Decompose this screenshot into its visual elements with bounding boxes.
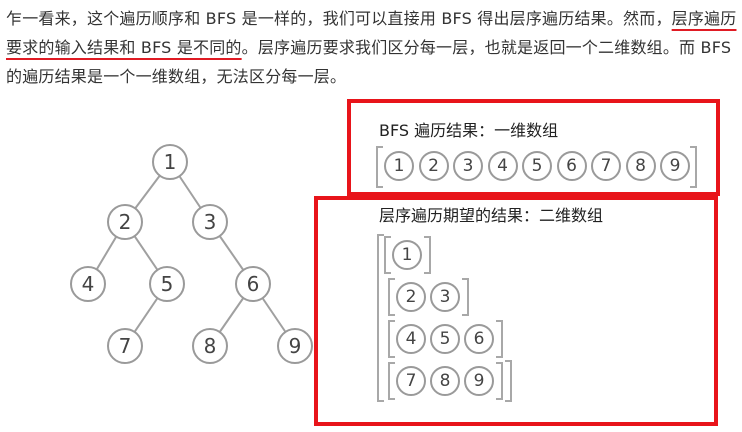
level-item-7: 7 [396,366,426,396]
level-item-2: 2 [396,282,426,312]
tree-node-label: 1 [164,150,177,174]
bfs-item-7: 7 [591,151,621,181]
row-left-bracket [388,320,395,358]
level-item-1: 1 [392,240,422,270]
row-left-bracket [388,362,395,400]
row-left-bracket [388,278,395,316]
bfs-item-1: 1 [384,151,414,181]
tree-node-2: 2 [107,204,143,240]
tree-node-label: 7 [119,334,132,358]
paragraph-text-2: 。层序遍历要求我们区分每一层，也就是返回一个二维数组。而 BFS 的遍历结果是一… [6,38,732,86]
bfs-result-box [347,99,720,196]
paragraph-text-1: 乍一看来，这个遍历顺序和 BFS 是一样的，我们可以直接用 BFS 得出层序遍历… [6,9,672,28]
tree-node-label: 2 [119,210,132,234]
tree-node-4: 4 [70,266,106,302]
level-item-3: 3 [430,282,460,312]
outer-right-bracket [505,360,512,402]
explanation-paragraph: 乍一看来，这个遍历顺序和 BFS 是一样的，我们可以直接用 BFS 得出层序遍历… [6,4,738,91]
level-box-title: 层序遍历期望的结果：二维数组 [379,206,604,225]
bfs-item-4: 4 [487,151,518,181]
level-item-4: 4 [396,324,426,354]
row-left-bracket [384,236,391,274]
tree-nodes: 1 2 3 4 5 6 7 8 9 [70,144,313,364]
row-right-bracket [462,278,469,316]
tree-node-3: 3 [192,204,228,240]
level-item-9: 9 [464,366,494,396]
tree-node-7: 7 [107,328,143,364]
level-order-box [314,196,718,426]
bfs-item-6: 6 [556,151,587,181]
binary-tree-diagram: 1 2 3 4 5 6 7 8 9 [70,144,313,364]
level-item-6: 6 [464,324,494,354]
bfs-left-bracket [376,146,383,188]
bfs-item-2: 2 [418,151,449,181]
tree-node-label: 3 [204,210,217,234]
tree-edges [87,161,296,347]
bfs-item-5: 5 [522,151,552,181]
row-right-bracket [424,236,431,274]
outer-left-bracket [377,234,384,402]
tree-node-5: 5 [149,266,185,302]
tree-node-8: 8 [192,328,228,364]
underlined-statement: 层序遍历要求的输入结果和 BFS 是不同的 [6,9,737,57]
tree-node-label: 9 [289,334,302,358]
bfs-item-9: 9 [660,151,690,181]
bfs-item-3: 3 [453,151,483,181]
row-right-bracket [496,362,503,400]
tree-node-label: 8 [204,334,217,358]
bfs-right-bracket [690,146,697,188]
bfs-box-title: BFS 遍历结果：一维数组 [379,121,559,140]
tree-node-label: 5 [161,272,174,296]
tree-node-9: 9 [277,328,313,364]
bfs-item-8: 8 [625,151,656,181]
tree-node-label: 6 [247,272,260,296]
tree-node-6: 6 [235,266,271,302]
tree-node-1: 1 [152,144,188,180]
tree-node-label: 4 [82,272,95,296]
level-item-8: 8 [430,366,460,396]
row-right-bracket [496,320,503,358]
level-item-5: 5 [430,324,460,354]
